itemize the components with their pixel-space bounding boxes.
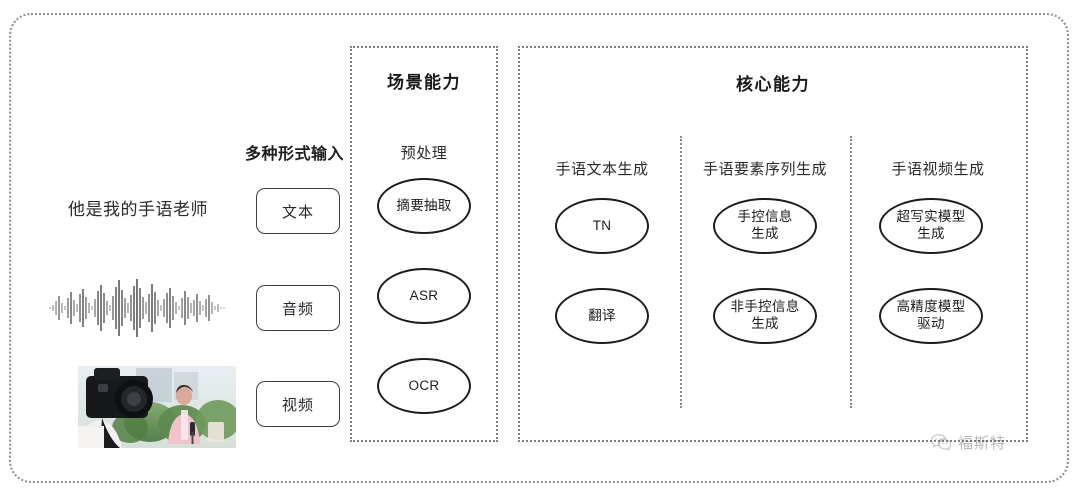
node-label: 翻译 <box>588 307 616 323</box>
node-label-line2: 驱动 <box>917 316 945 331</box>
node-high-precision-model-driving[interactable]: 高精度模型 驱动 <box>879 288 983 344</box>
node-label: OCR <box>408 377 440 393</box>
node-non-manual-feature-generation[interactable]: 非手控信息 生成 <box>713 288 817 344</box>
column-divider-1 <box>680 136 682 408</box>
node-label-line1: 非手控信息 <box>730 299 800 315</box>
node-translation[interactable]: 翻译 <box>555 288 649 344</box>
scene-group-title-preprocess: 预处理 <box>400 145 448 162</box>
core-column-title-sign-video: 手语视频生成 <box>891 161 985 178</box>
core-capability-title: 核心能力 <box>736 75 810 94</box>
video-thumbnail <box>78 366 236 448</box>
node-label-line2: 生成 <box>751 226 779 241</box>
diagram-outer-frame <box>9 13 1069 483</box>
node-manual-feature-generation[interactable]: 手控信息 生成 <box>713 198 817 254</box>
node-label: ASR <box>409 287 439 303</box>
node-label-line1: 超写实模型 <box>896 209 966 225</box>
input-type-text-button[interactable]: 文本 <box>256 188 340 234</box>
audio-waveform-icon <box>48 276 228 340</box>
node-asr[interactable]: ASR <box>377 268 471 324</box>
core-column-title-sign-elements: 手语要素序列生成 <box>702 161 827 178</box>
column-divider-2 <box>850 136 852 408</box>
node-label-line2: 生成 <box>917 226 945 241</box>
node-label: 摘要抽取 <box>396 197 452 213</box>
node-label-line1: 高精度模型 <box>896 299 966 315</box>
input-type-video-button[interactable]: 视频 <box>256 381 340 427</box>
source-text-sample: 他是我的手语老师 <box>68 200 208 219</box>
scene-capability-title: 场景能力 <box>387 73 461 92</box>
wechat-icon <box>930 433 952 453</box>
multi-input-title: 多种形式输入 <box>245 146 345 163</box>
node-label-line2: 生成 <box>751 316 779 331</box>
node-photoreal-model-generation[interactable]: 超写实模型 生成 <box>879 198 983 254</box>
node-ocr[interactable]: OCR <box>377 358 471 414</box>
node-tn[interactable]: TN <box>555 198 649 254</box>
watermark-text: 福斯特 <box>958 435 1007 452</box>
input-type-audio-button[interactable]: 音频 <box>256 285 340 331</box>
core-column-title-sign-text: 手语文本生成 <box>555 161 649 178</box>
node-summary-extraction[interactable]: 摘要抽取 <box>377 178 471 234</box>
node-label-line1: 手控信息 <box>737 209 793 225</box>
core-capability-panel: 核心能力 手语文本生成 TN 翻译 手语要素序列生成 手控信息 生成 非手控信息… <box>518 46 1028 442</box>
node-label: TN <box>592 217 612 233</box>
watermark: 福斯特 <box>930 432 1006 453</box>
input-section: 多种形式输入 他是我的手语老师 <box>30 40 344 448</box>
scene-capability-panel: 场景能力 预处理 摘要抽取 ASR OCR <box>350 46 498 442</box>
